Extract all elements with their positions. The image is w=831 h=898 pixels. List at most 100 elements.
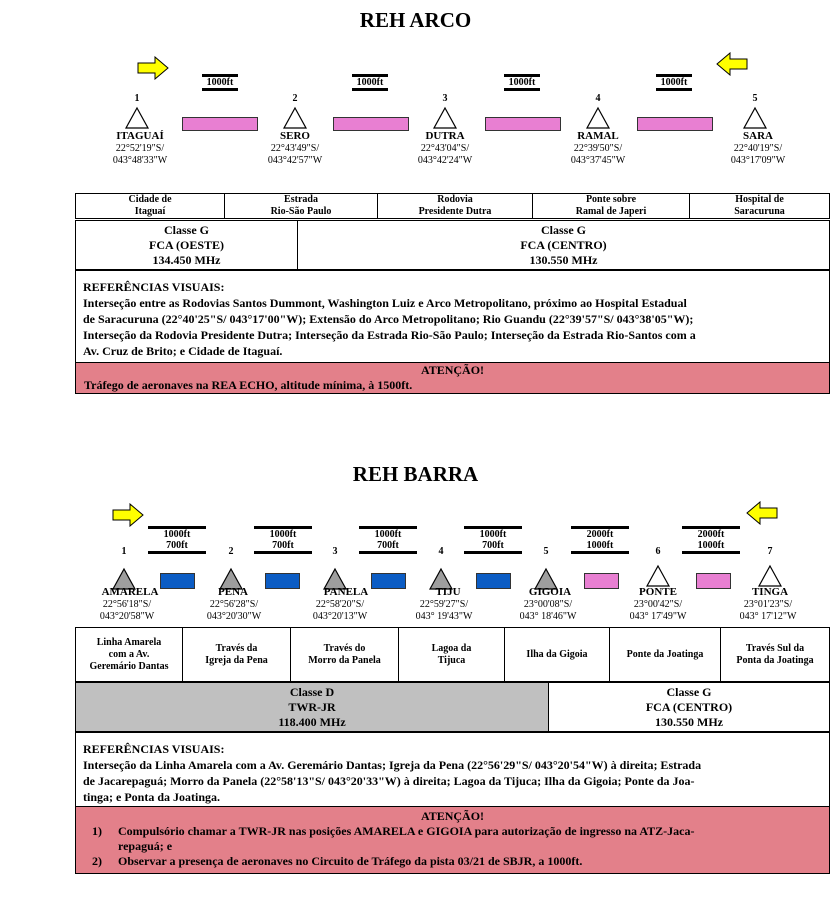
waypoint-lat: 22°43'49"S/ (270, 143, 320, 154)
waypoint-lat: 22°58'20"S/ (315, 599, 365, 610)
arrow-right-icon (112, 503, 144, 527)
attention-title: ATENÇÃO! (420, 363, 485, 377)
waypoint-triangle-icon (282, 106, 308, 129)
waypoint-number: 2 (292, 93, 298, 104)
references-text: REFERÊNCIAS VISUAIS: Interseção entre as… (83, 280, 696, 358)
waypoint-name: ITAGUAÍ (116, 130, 164, 142)
waypoint-triangle-icon (533, 567, 559, 590)
route-segment (584, 573, 619, 589)
arco-title: REH ARCO (359, 8, 472, 32)
waypoint-number: 1 (121, 546, 127, 557)
waypoint-lon: 043° 17'49"W (629, 611, 687, 622)
waypoint-lon: 043°48'33"W (112, 155, 168, 166)
waypoint-number: 5 (543, 546, 549, 557)
waypoint-name: AMARELA (101, 586, 159, 598)
barra-title: REH BARRA (352, 462, 479, 486)
waypoint-triangle-icon (322, 567, 348, 590)
waypoint-triangle-icon (111, 567, 137, 590)
waypoint-lat: 23°00'08"S/ (523, 599, 573, 610)
waypoint-name: PANELA (323, 586, 369, 598)
altitude-label: 1000ft (202, 74, 238, 91)
waypoint-name: DUTRA (425, 130, 465, 142)
waypoint-name: PONTE (639, 586, 677, 598)
arrow-left-icon (746, 501, 778, 525)
waypoint-number: 2 (228, 546, 234, 557)
waypoint-triangle-icon (585, 106, 611, 129)
waypoint-lat: 22°59'27"S/ (419, 599, 469, 610)
route-segment (371, 573, 406, 589)
waypoint-lat: 23°01'23"S/ (743, 599, 793, 610)
route-segment (476, 573, 511, 589)
references-text: REFERÊNCIAS VISUAIS: Interseção da Linha… (83, 742, 702, 804)
waypoint-name: PENA (218, 586, 248, 598)
waypoint-triangle-icon (757, 564, 783, 587)
route-segment (485, 117, 561, 131)
waypoint-lon: 043°20'58"W (99, 611, 155, 622)
attention-box: ATENÇÃO! Tráfego de aeronaves na REA ECH… (75, 362, 830, 394)
waypoint-number: 4 (438, 546, 444, 557)
attention-box: ATENÇÃO! 1) Compulsório chamar a TWR-JR … (75, 806, 830, 874)
waypoint-lon: 043°20'13"W (312, 611, 368, 622)
waypoint-triangle-icon (432, 106, 458, 129)
altitude-label: 1000ft (656, 74, 692, 91)
waypoint-lon: 043° 17'12"W (739, 611, 797, 622)
waypoint-lat: 22°52'19"S/ (115, 143, 165, 154)
attention-title: ATENÇÃO! (420, 809, 485, 823)
waypoint-lon: 043°20'30"W (206, 611, 262, 622)
arrow-left-icon (716, 52, 748, 76)
waypoint-name: SARA (743, 130, 773, 142)
waypoint-number: 6 (655, 546, 661, 557)
waypoint-lon: 043°37'45"W (570, 155, 626, 166)
waypoint-lon: 043°42'24"W (417, 155, 473, 166)
waypoint-lat: 22°40'19"S/ (733, 143, 783, 154)
waypoint-name: SERO (280, 130, 310, 142)
route-segment (637, 117, 713, 131)
waypoint-triangle-icon (124, 106, 150, 129)
attention-text: Tráfego de aeronaves na REA ECHO, altitu… (84, 378, 413, 392)
route-segment (333, 117, 409, 131)
waypoint-number: 3 (442, 93, 448, 104)
waypoint-lat: 23°00'42"S/ (633, 599, 683, 610)
altitude-label: 1000ft (504, 74, 540, 91)
route-segment (160, 573, 195, 589)
waypoint-lon: 043°17'09"W (730, 155, 786, 166)
waypoint-name: TINGA (751, 586, 789, 598)
waypoint-triangle-icon (742, 106, 768, 129)
waypoint-lon: 043° 19'43"W (415, 611, 473, 622)
waypoint-lat: 22°43'04"S/ (420, 143, 470, 154)
attention-item: 1) Compulsório chamar a TWR-JR nas posiç… (92, 824, 695, 853)
arrow-right-icon (137, 56, 169, 80)
waypoint-lat: 22°56'18"S/ (102, 599, 152, 610)
waypoint-name: RAMAL (577, 130, 619, 142)
waypoint-triangle-icon (645, 564, 671, 587)
route-segment (182, 117, 258, 131)
landmark-cell: Ilha da Gigoia (504, 627, 610, 682)
waypoint-lon: 043° 18'46"W (519, 611, 577, 622)
landmark-cell: Ponte da Joatinga (609, 627, 721, 682)
waypoint-number: 5 (752, 93, 758, 104)
waypoint-number: 4 (595, 93, 601, 104)
waypoint-number: 7 (767, 546, 773, 557)
waypoint-lat: 22°56'28"S/ (209, 599, 259, 610)
